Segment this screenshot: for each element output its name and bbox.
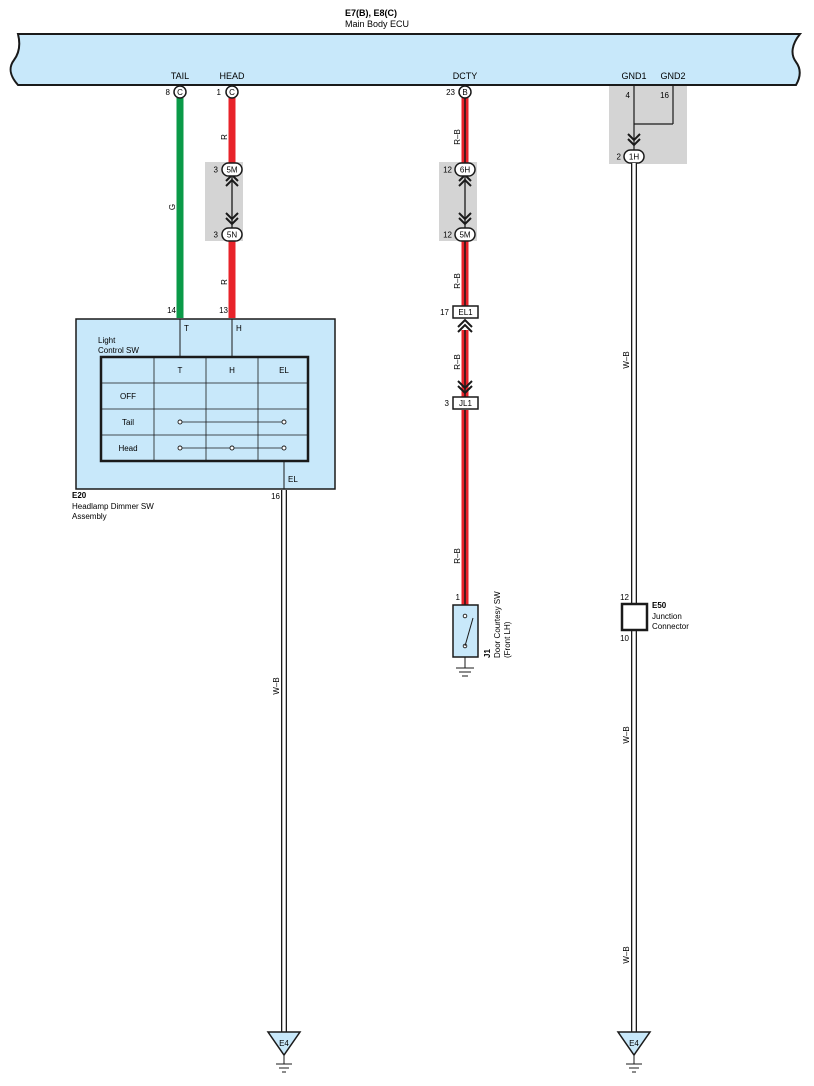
terminal-gnd2-label: GND2 (660, 71, 685, 81)
junction-box-gnd (609, 86, 687, 164)
switch-table (99, 355, 310, 463)
gnd-splice (627, 86, 674, 150)
switch-col-el: EL (279, 366, 289, 375)
ground-left-label: E4 (279, 1039, 289, 1048)
wire-gnd-color-1: W–B (622, 351, 631, 368)
dimmer-terminal-h: H (236, 324, 242, 333)
connector-5m-head-pin: 3 (214, 166, 219, 175)
wire-dcty-color-4: R–B (453, 548, 462, 564)
dimmer-terminal-el: EL (288, 475, 298, 484)
connector-5m-dcty-pin: 12 (443, 231, 452, 240)
ecu-bar (9, 33, 803, 86)
ecu-pin-dcty: B (458, 85, 472, 99)
ground-right-label: E4 (629, 1039, 639, 1048)
connector-arrow-el1 (457, 318, 473, 333)
connector-jl1: JL1 (452, 396, 479, 410)
svg-text:6H: 6H (460, 166, 470, 175)
ecu-name: Main Body ECU (345, 19, 409, 29)
svg-text:1H: 1H (629, 153, 639, 162)
switch-row-tail: Tail (122, 418, 134, 427)
dimmer-pin-el: 16 (271, 492, 280, 501)
ecu-pin-dcty-number: 23 (446, 88, 455, 97)
ground-right (616, 1031, 652, 1073)
door-sw-name-1: Door Courtesy SW (493, 591, 502, 658)
switch-head-continuity (177, 445, 287, 451)
dimmer-pin-t: 14 (167, 306, 176, 315)
light-control-sw-title-2: Control SW (98, 346, 139, 355)
door-sw-ref: J1 (483, 649, 492, 658)
ecu-pin-head: C (225, 85, 239, 99)
svg-text:B: B (462, 88, 467, 97)
door-courtesy-switch (452, 604, 479, 677)
dimmer-name-1: Headlamp Dimmer SW (72, 502, 154, 511)
switch-row-head: Head (118, 444, 137, 453)
wire-gnd-color-2: W–B (622, 726, 631, 743)
switch-row-off: OFF (120, 392, 136, 401)
ecu-ref: E7(B), E8(C) (345, 8, 397, 18)
connector-5n-head-pin: 3 (214, 231, 219, 240)
wire-head-color-lower: R (220, 279, 229, 285)
gnd2-pin: 16 (660, 91, 669, 100)
door-sw-name-2: (Front LH) (503, 621, 512, 658)
svg-text:C: C (177, 88, 183, 97)
switch-col-t: T (178, 366, 183, 375)
ecu-pin-head-number: 1 (217, 88, 222, 97)
connector-1h: 1H (623, 149, 645, 164)
junction-ref: E50 (652, 601, 667, 610)
connector-el1: EL1 (452, 305, 479, 319)
wire-tail-color: G (168, 204, 177, 210)
dimmer-name-2: Assembly (72, 512, 107, 521)
terminal-gnd1-label: GND1 (621, 71, 646, 81)
svg-text:C: C (229, 88, 235, 97)
wire-head-color-upper: R (220, 134, 229, 140)
wire-el-color: W–B (272, 677, 281, 694)
connector-5m-dcty: 5M (454, 227, 476, 242)
connector-1h-pin: 2 (617, 153, 622, 162)
wire-dcty-color-3: R–B (453, 354, 462, 370)
connector-arrow-head-down (225, 212, 239, 226)
svg-text:5M: 5M (226, 166, 237, 175)
wire-gnd-color-3: W–B (622, 946, 631, 963)
ecu-pin-tail-number: 8 (166, 88, 171, 97)
connector-5m-head: 5M (221, 162, 243, 177)
connector-6h-dcty: 6H (454, 162, 476, 177)
connector-el1-pin: 17 (440, 308, 449, 317)
connector-arrow-dcty-down (458, 212, 472, 226)
gnd1-pin: 4 (626, 91, 631, 100)
wire-dcty-color-2: R–B (453, 273, 462, 289)
switch-col-h: H (229, 366, 235, 375)
junction-pin-out: 10 (620, 634, 629, 643)
light-control-sw-title-1: Light (98, 336, 116, 345)
junction-pin-in: 12 (620, 593, 629, 602)
connector-6h-dcty-pin: 12 (443, 166, 452, 175)
ecu-pin-tail: C (173, 85, 187, 99)
svg-text:5N: 5N (227, 231, 237, 240)
dimmer-pin-h: 13 (219, 306, 228, 315)
connector-arrow-jl1 (457, 380, 473, 395)
door-sw-pin: 1 (456, 593, 461, 602)
terminal-dcty-label: DCTY (453, 71, 478, 81)
junction-name-2: Connector (652, 622, 689, 631)
svg-text:JL1: JL1 (459, 399, 472, 408)
junction-name-1: Junction (652, 612, 682, 621)
junction-connector-e50 (620, 602, 649, 632)
switch-tail-continuity (177, 419, 287, 425)
svg-text:5M: 5M (459, 231, 470, 240)
dimmer-ref: E20 (72, 491, 87, 500)
svg-text:EL1: EL1 (458, 308, 473, 317)
ground-left (266, 1031, 302, 1073)
dimmer-terminal-t: T (184, 324, 189, 333)
wire-dcty-color-1: R–B (453, 129, 462, 145)
connector-jl1-pin: 3 (445, 399, 450, 408)
door-sw-labels: J1 Door Courtesy SW (Front LH) (483, 591, 512, 658)
connector-5n-head: 5N (221, 227, 243, 242)
terminal-head-label: HEAD (219, 71, 245, 81)
terminal-tail-label: TAIL (171, 71, 189, 81)
